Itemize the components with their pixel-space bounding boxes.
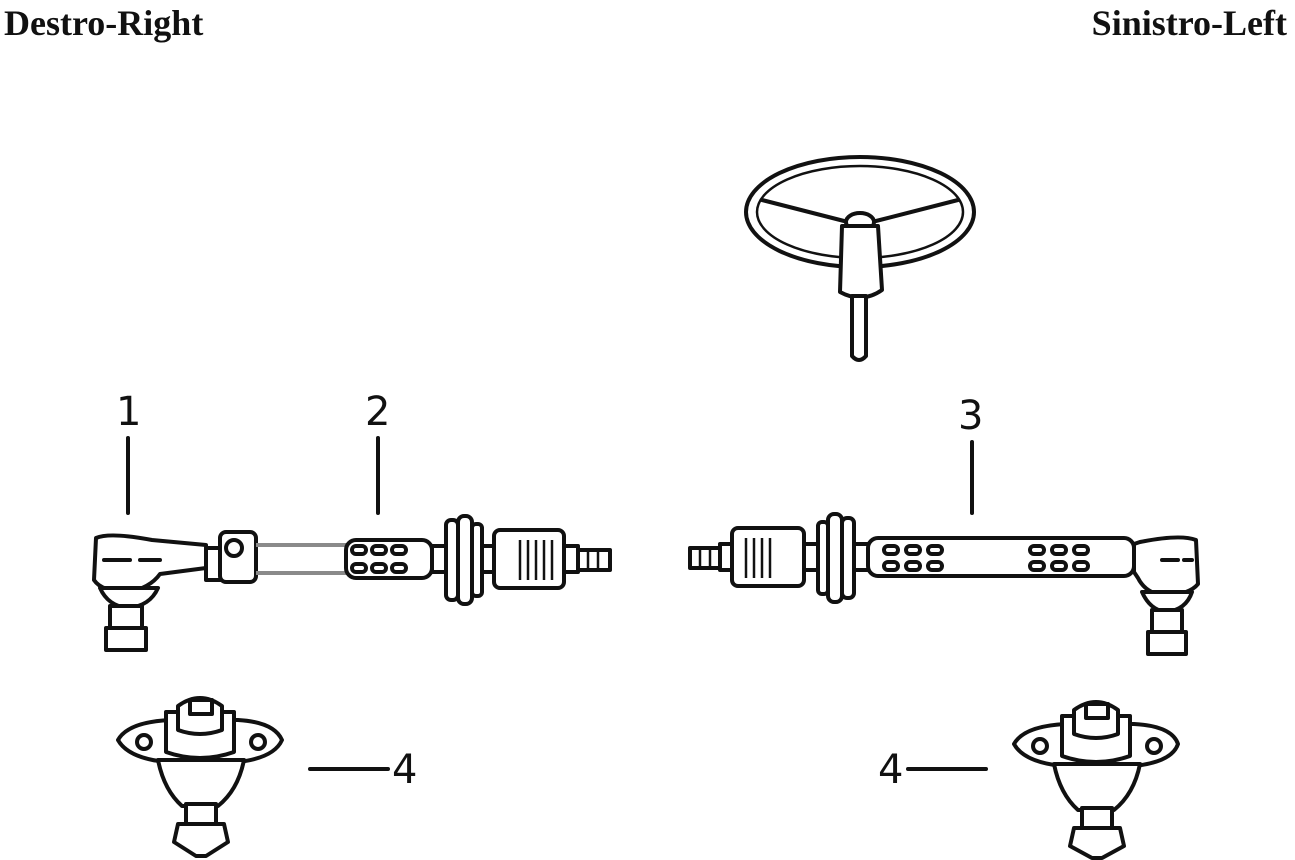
callout-4-left: 4	[878, 747, 904, 793]
header-sinistro-left: Sinistro-Left	[1091, 3, 1287, 43]
header-destro-right: Destro-Right	[4, 3, 204, 43]
callout-4-right: 4	[392, 747, 418, 793]
callout-3: 3	[958, 393, 984, 439]
tie-rod-end-right-icon	[92, 533, 208, 652]
tie-rod-right-icon	[204, 514, 612, 606]
ball-joint-right-icon	[116, 696, 284, 858]
ball-joint-left-icon	[1012, 700, 1180, 860]
tie-rod-end-left-icon	[1132, 535, 1200, 656]
steering-wheel-icon	[744, 155, 976, 362]
tie-rod-left-icon	[688, 512, 1136, 604]
callout-1: 1	[116, 389, 142, 435]
callout-2: 2	[365, 389, 391, 435]
